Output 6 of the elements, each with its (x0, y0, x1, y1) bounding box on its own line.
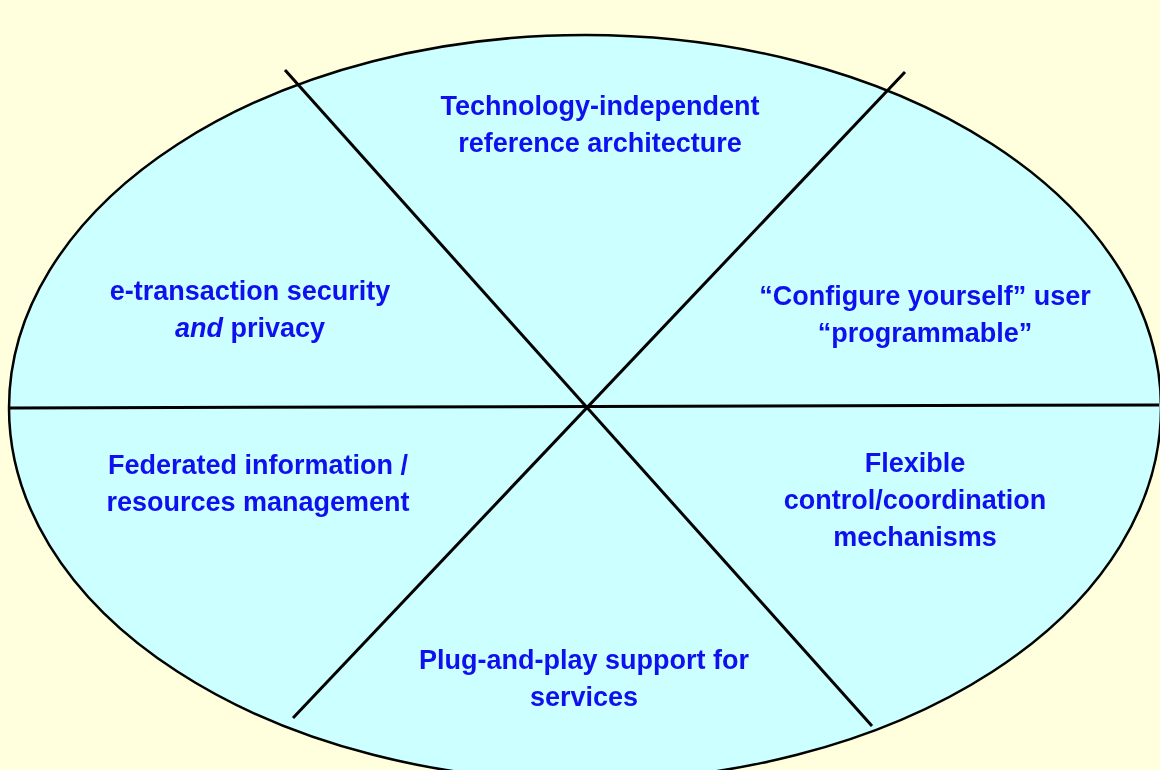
segment-label: e-transaction security and privacy (108, 275, 392, 345)
segment-label: Technology-independent reference architecture (439, 90, 761, 160)
segment-label: “Configure yourself” user “programmable” (758, 280, 1092, 350)
segment-label: Plug-and-play support for services (418, 644, 750, 714)
segment-label: Federated information / resources management (105, 449, 411, 519)
segment-label: Flexible control/coordination mechanisms (782, 446, 1048, 554)
